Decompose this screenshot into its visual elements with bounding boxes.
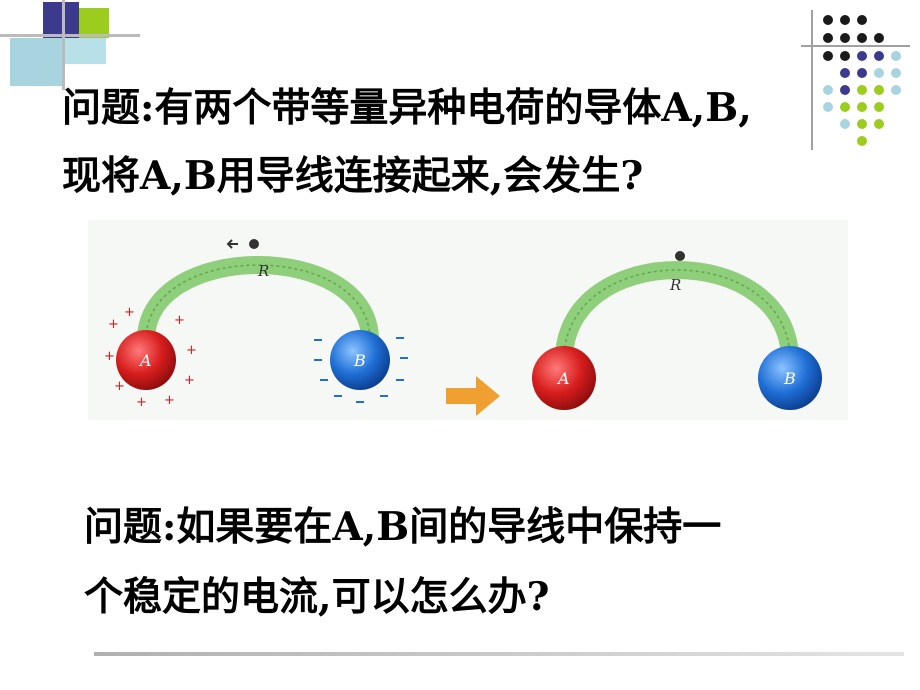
question-2-line-2: 个稳定的电流,可以怎么办? <box>84 574 550 620</box>
negative-charges <box>314 337 408 403</box>
before-panel: R +++ +++ +++ A B <box>104 239 408 410</box>
question-2-line-1: 问题:如果要在A,B间的导线中保持一 <box>84 504 722 550</box>
sphere-a-after <box>532 346 596 410</box>
svg-text:+: + <box>164 393 175 408</box>
svg-text:+: + <box>108 317 119 332</box>
sphere-a-before <box>116 330 176 390</box>
svg-text:+: + <box>186 343 197 358</box>
question-2: 问题:如果要在A,B间的导线中保持一 个稳定的电流,可以怎么办? <box>84 492 844 632</box>
question-1-line-2: 现将A,B用导线连接起来,会发生? <box>62 153 644 199</box>
dot-grid-decoration <box>801 10 910 150</box>
question-1: 问题:有两个带等量异种电荷的导体A,B, 现将A,B用导线连接起来,会发生? <box>62 74 822 210</box>
bottom-divider <box>94 652 904 656</box>
sphere-b-label-after: B <box>783 369 796 388</box>
svg-text:+: + <box>136 395 147 410</box>
question-1-line-1: 问题:有两个带等量异种电荷的导体A,B, <box>62 85 752 131</box>
charge-transfer-figure: R +++ +++ +++ A B R A B <box>88 220 848 420</box>
after-panel: R A B <box>532 251 822 410</box>
svg-text:+: + <box>184 373 195 388</box>
svg-text:+: + <box>174 313 185 328</box>
sphere-b-before <box>330 330 390 390</box>
wire-label-after: R <box>669 276 681 294</box>
sphere-a-label-after: A <box>556 369 570 388</box>
positive-charges: +++ +++ +++ <box>104 305 197 410</box>
svg-text:+: + <box>124 305 135 320</box>
sphere-b-label-before: B <box>353 351 366 370</box>
wire-label-before: R <box>257 262 269 280</box>
svg-text:+: + <box>114 379 125 394</box>
svg-text:+: + <box>104 349 115 364</box>
sphere-b-after <box>758 346 822 410</box>
sphere-a-label-before: A <box>138 351 152 370</box>
transition-arrow <box>446 376 500 416</box>
corner-decoration <box>0 0 140 90</box>
